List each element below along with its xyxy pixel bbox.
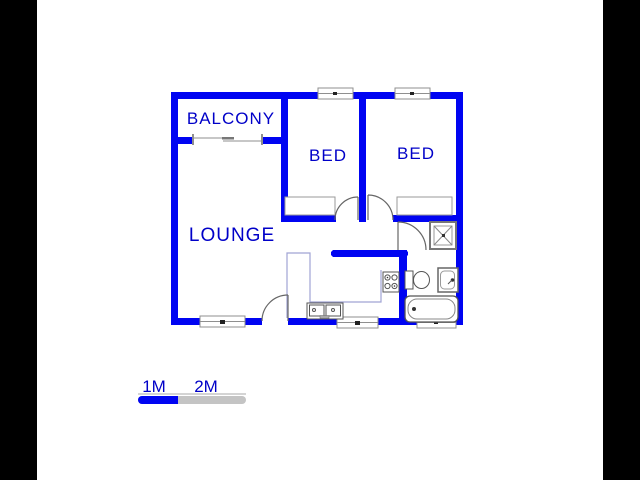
wall-bed1-west xyxy=(281,92,288,222)
wall-bathroom-west xyxy=(399,250,407,318)
letterbox-left xyxy=(0,0,37,480)
room-label-balcony: BALCONY xyxy=(187,109,275,128)
toilet-icon xyxy=(404,270,430,290)
door-arc-icon xyxy=(261,294,289,322)
door-arc-icon xyxy=(367,194,394,221)
wall-bed-divider xyxy=(359,92,366,222)
wall-top xyxy=(171,92,463,99)
window-icon xyxy=(336,316,379,329)
door-arc-icon xyxy=(334,196,359,221)
window-icon xyxy=(199,315,246,328)
window-icon xyxy=(317,87,354,100)
letterbox-right xyxy=(603,0,640,480)
wall-bed2-south xyxy=(393,215,456,222)
wall-left xyxy=(171,92,178,325)
wardrobe-icon xyxy=(396,196,453,216)
wall-bed1-south xyxy=(281,215,336,222)
scale-label-1m: 1M xyxy=(142,377,166,396)
bathtub-icon xyxy=(404,295,459,323)
scale-bar: 1M 2M xyxy=(138,377,246,404)
window-icon xyxy=(394,87,431,100)
scale-label-2m: 2M xyxy=(194,377,218,396)
wall-kitchen-north xyxy=(331,250,408,257)
scale-bar-1m-end xyxy=(170,396,178,404)
wall-right xyxy=(456,92,463,325)
shower-icon xyxy=(429,221,457,250)
room-label-bed-2: BED xyxy=(397,144,435,163)
stove-icon xyxy=(382,271,400,293)
doors xyxy=(261,194,427,322)
room-label-bed-1: BED xyxy=(309,146,347,165)
room-label-lounge: LOUNGE xyxy=(189,225,275,246)
kitchen-counter xyxy=(286,252,382,318)
balcony-railing-icon xyxy=(192,134,263,145)
wardrobe-icon xyxy=(284,196,336,216)
basin-icon xyxy=(437,267,459,293)
scale-bar-1m-segment xyxy=(138,396,178,404)
kitchen-sink-icon xyxy=(306,302,344,320)
door-arc-icon xyxy=(397,221,427,251)
